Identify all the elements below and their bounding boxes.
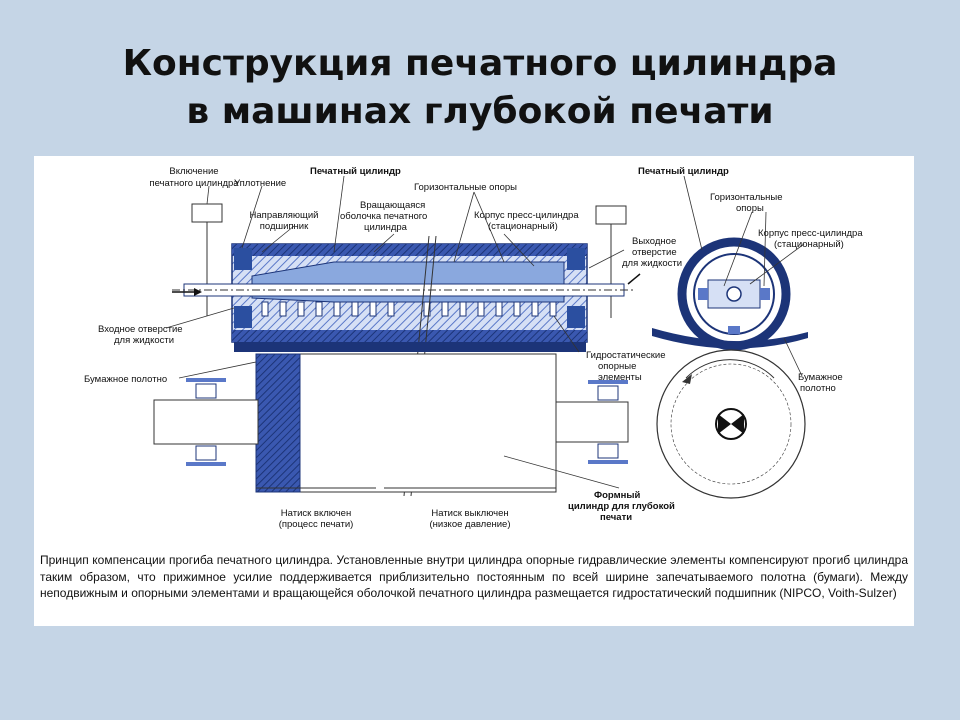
- label-r-korpus-1: Корпус пресс-цилиндра: [758, 228, 863, 239]
- horizontal-support-left: [698, 288, 708, 300]
- mount-left-top: [186, 378, 226, 382]
- inlet-arrowhead: [194, 288, 202, 296]
- shell-bottom-wall: [232, 330, 587, 342]
- label-forma-1: Формный: [594, 490, 640, 501]
- label-vkl-2: печатного цилиндра: [149, 178, 239, 189]
- bearing-left-bottom: [195, 445, 217, 461]
- label-natisk-off-1: Натиск выключен: [431, 508, 508, 519]
- label-r-korpus-2: (стационарный): [774, 239, 844, 250]
- control-box-right: [595, 205, 627, 225]
- right-journal: [555, 401, 629, 443]
- control-box-left: [191, 203, 223, 223]
- outlet-arrow: [627, 273, 641, 285]
- label-r-gor-1: Горизонтальные: [710, 192, 783, 203]
- form-cylinder-body: [255, 353, 557, 493]
- label-natisk-off-2: (низкое давление): [429, 519, 510, 530]
- label-vyh-1: Выходное: [632, 236, 676, 247]
- label-bum-polotno: Бумажное полотно: [84, 374, 167, 385]
- slide-title: Конструкция печатного цилиндра в машинах…: [0, 40, 960, 136]
- rotation-arrowhead: [682, 374, 692, 384]
- horizontal-support-right: [760, 288, 770, 300]
- leader-lines-right: [683, 175, 805, 377]
- label-korpus-1: Корпус пресс-цилиндра: [474, 210, 579, 221]
- label-napr-1: Направляющий: [250, 210, 319, 221]
- bearing-right-bottom: [597, 443, 619, 459]
- label-r-bum-1: Бумажное: [798, 372, 843, 383]
- diagram-panel: Включение печатного цилиндра Уплотнение …: [34, 156, 914, 626]
- vertical-support: [728, 326, 740, 334]
- slide-title-line2: в машинах глубокой печати: [186, 91, 774, 132]
- mount-left-bottom: [186, 462, 226, 466]
- left-journal: [153, 399, 259, 445]
- form-cylinder-end: [255, 353, 301, 493]
- bearing-left-top: [195, 383, 217, 399]
- label-korpus-2: (стационарный): [488, 221, 558, 232]
- seal-left-top: [234, 248, 252, 270]
- label-vhod-2: для жидкости: [114, 335, 174, 346]
- label-gor-opory: Горизонтальные опоры: [414, 182, 517, 193]
- mount-right-top: [588, 380, 628, 384]
- label-napr-2: подшипник: [260, 221, 309, 232]
- label-vkl-1: Включение: [169, 166, 218, 177]
- label-vrash-2: оболочка печатного: [340, 211, 427, 222]
- label-r-bum-2: полотно: [800, 383, 836, 394]
- label-vyh-2: отверстие: [632, 247, 677, 258]
- label-natisk-on-1: Натиск включен: [281, 508, 351, 519]
- shell-top-wall: [232, 244, 587, 256]
- axis-mark-left: [718, 414, 731, 434]
- paper-web: [652, 328, 808, 349]
- label-vyh-3: для жидкости: [622, 258, 682, 269]
- seal-left-bottom: [234, 306, 252, 328]
- mount-right-bottom: [588, 460, 628, 464]
- cylinder-diagram: Включение печатного цилиндра Уплотнение …: [84, 166, 863, 530]
- axis-mark-right: [731, 414, 744, 434]
- bearing-right-top: [597, 385, 619, 401]
- label-gidro-2: опорные: [598, 361, 636, 372]
- label-gidro-1: Гидростатические: [586, 350, 665, 361]
- label-vrash-3: цилиндра: [364, 222, 408, 233]
- diagram-caption: Принцип компенсации прогиба печатного ци…: [34, 549, 914, 626]
- label-natisk-on-2: (процесс печати): [279, 519, 354, 530]
- label-vhod-1: Входное отверстие: [98, 324, 183, 335]
- label-r-pech-cyl: Печатный цилиндр: [638, 166, 729, 177]
- leader-lines-left: [165, 175, 625, 489]
- label-pech-cyl: Печатный цилиндр: [310, 166, 401, 177]
- slide-title-line1: Конструкция печатного цилиндра: [122, 43, 838, 84]
- label-gidro-3: элементы: [598, 372, 642, 383]
- form-cylinder-inner: [670, 363, 792, 485]
- seal-right-bottom: [567, 306, 585, 328]
- rotation-arc: [685, 359, 775, 379]
- nip-line: [234, 342, 586, 352]
- press-cylinder-axis: [726, 286, 742, 302]
- label-vrash-1: Вращающаяся: [360, 200, 425, 211]
- label-r-gor-2: опоры: [736, 203, 764, 214]
- hydrostatic-elements: [261, 301, 557, 317]
- label-forma-2: цилиндр для глубокой: [568, 501, 675, 512]
- seal-right-top: [567, 248, 585, 270]
- label-uplotnenie: Уплотнение: [234, 178, 286, 189]
- label-forma-3: печати: [600, 512, 632, 523]
